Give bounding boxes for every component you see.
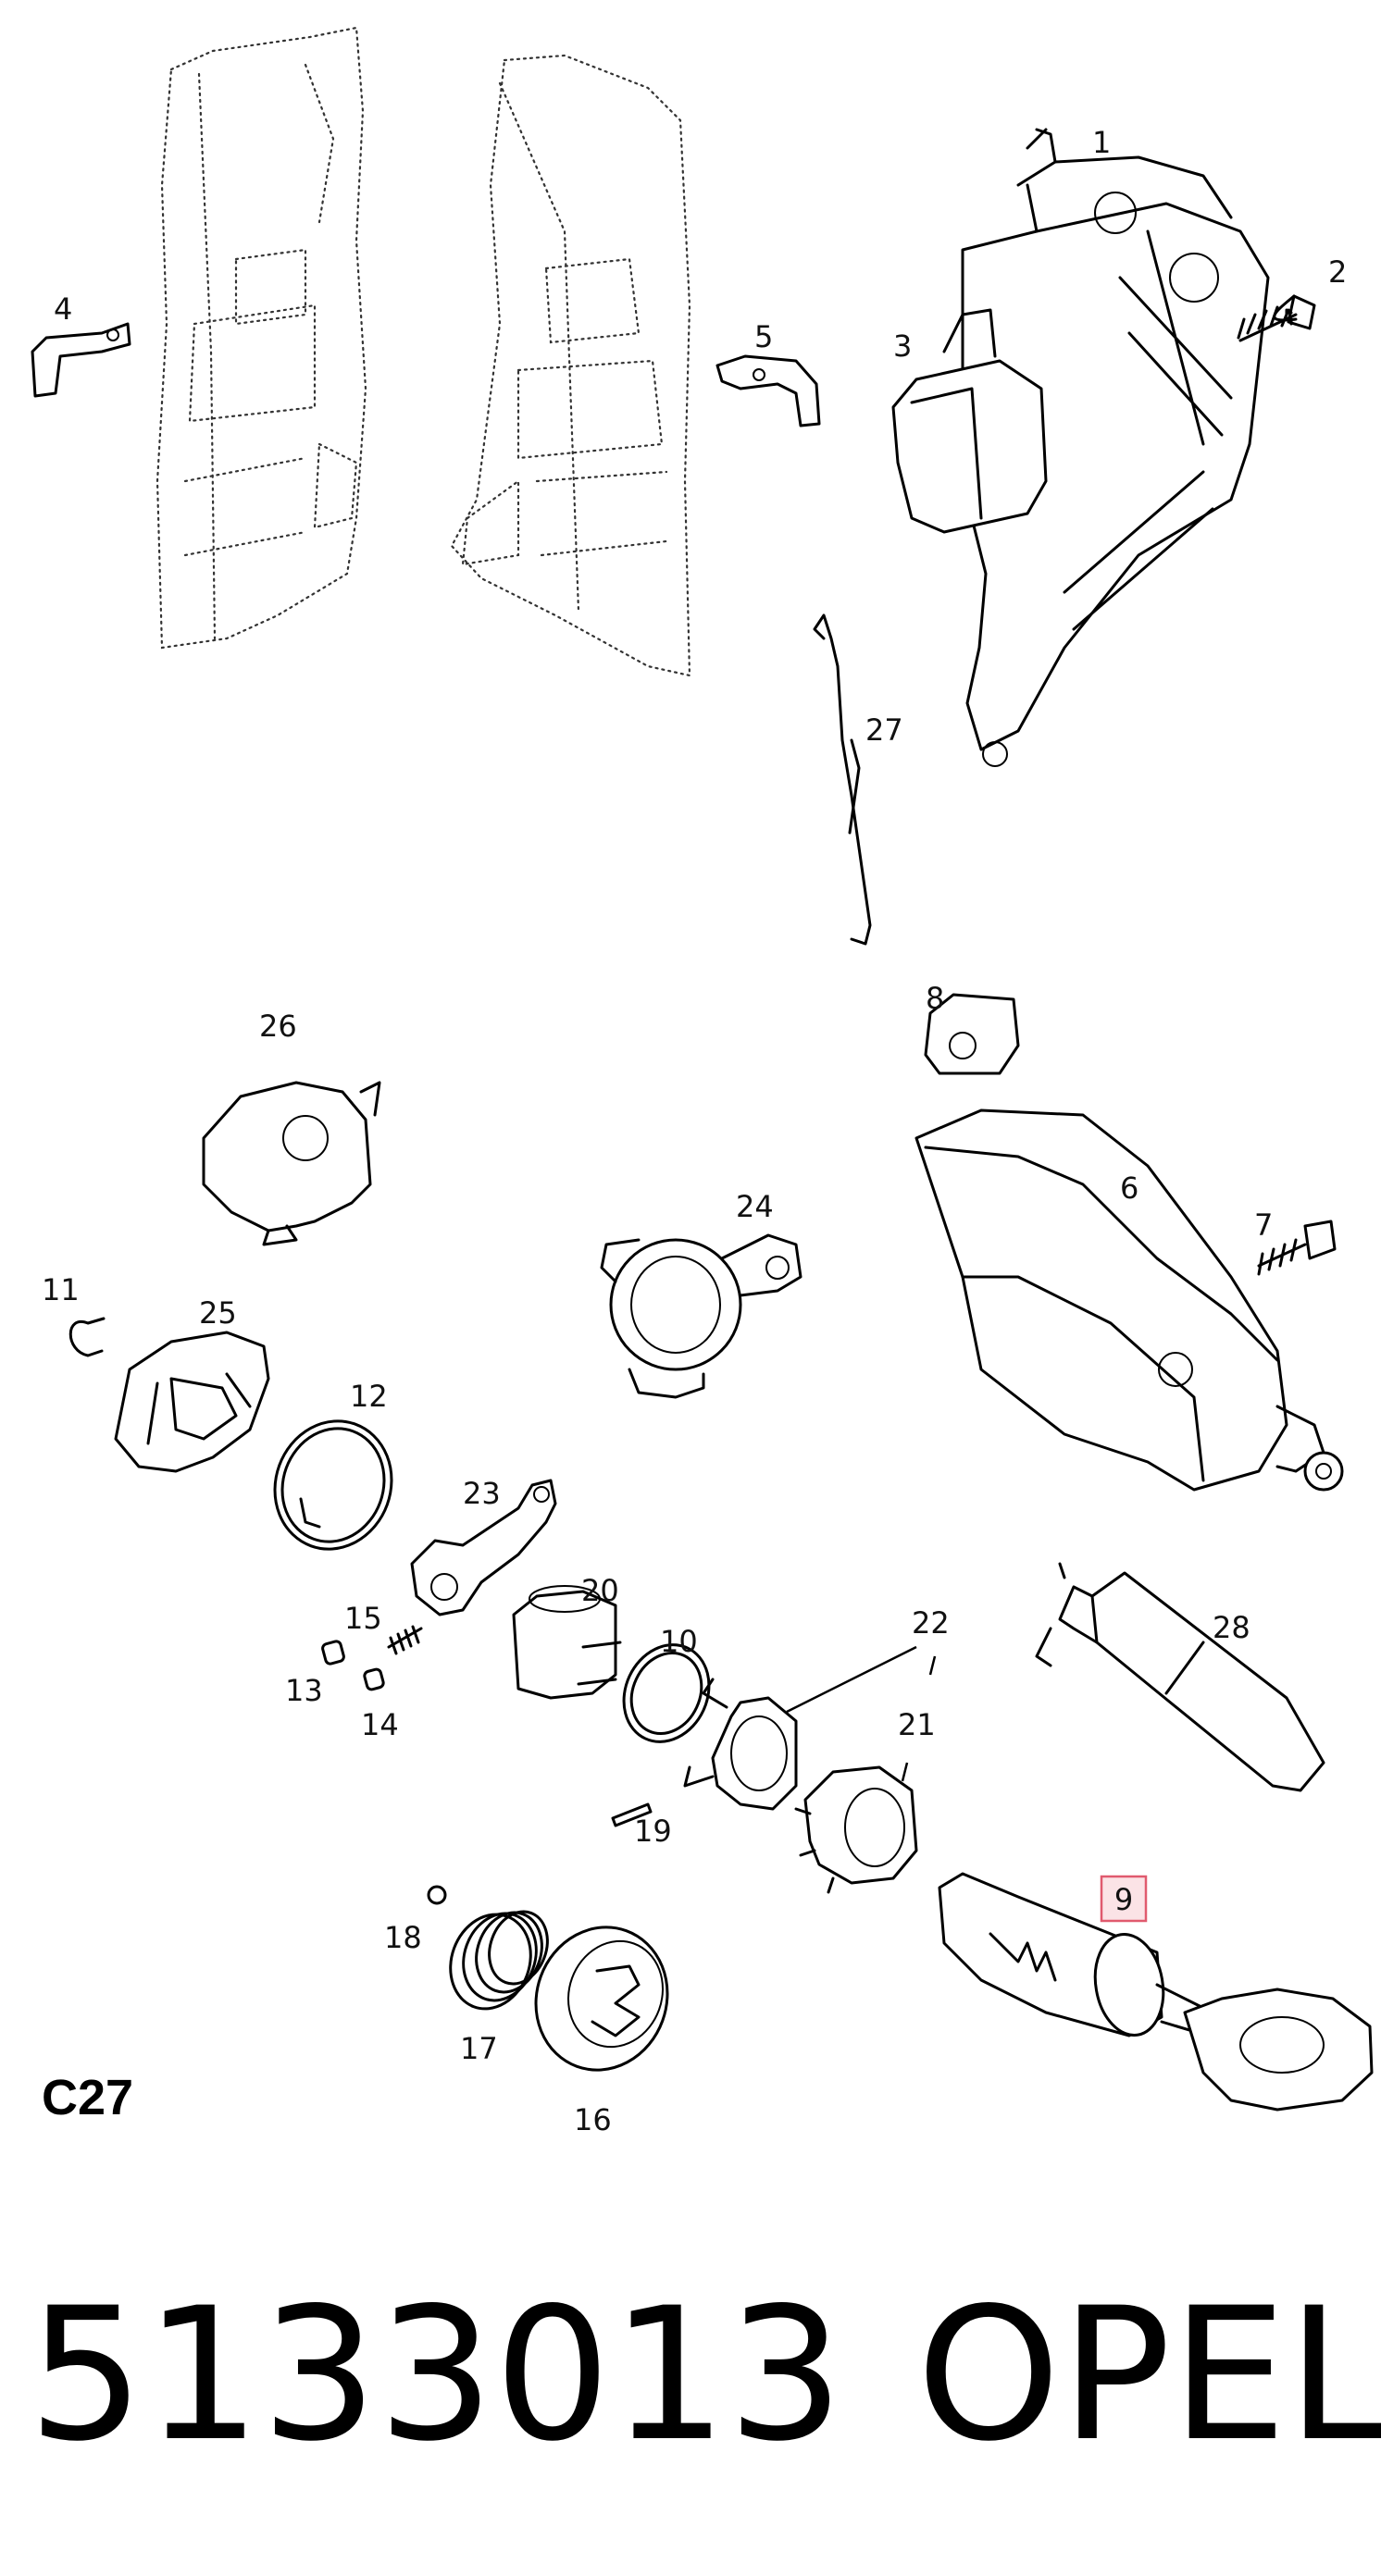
callout-13: 13 [285, 1673, 323, 1708]
part-2-screw [1237, 294, 1316, 342]
part-19-pin [611, 1802, 653, 1827]
part-20-sleeve [512, 1585, 622, 1700]
part-13-pin [321, 1640, 345, 1666]
callout-12: 12 [350, 1379, 388, 1414]
callout-4: 4 [54, 291, 72, 327]
callout-2: 2 [1328, 254, 1347, 290]
callout-18: 18 [384, 1920, 422, 1955]
part-17-spring [449, 1910, 549, 2011]
part-9-lock-cylinder [938, 1872, 1210, 2037]
part-15-spring [387, 1625, 423, 1655]
part-7-screw [1257, 1220, 1337, 1276]
part-5-clip [715, 354, 821, 427]
callout-25: 25 [199, 1295, 237, 1331]
part-8-connector [924, 993, 1020, 1075]
callout-6: 6 [1120, 1170, 1138, 1206]
callout-7: 7 [1254, 1208, 1273, 1243]
callout-9-highlight-box[interactable] [1100, 1875, 1148, 1923]
part-22-collar [683, 1678, 798, 1811]
callout-27: 27 [865, 712, 903, 748]
brand-name: OPEL [916, 2268, 1381, 2482]
callout-16: 16 [574, 2102, 612, 2137]
callout-26: 26 [259, 1009, 297, 1044]
part-10-ring [622, 1643, 711, 1743]
part-21-cap [794, 1765, 918, 1894]
part-28-tool [1035, 1562, 1325, 1792]
part-9-key [1183, 1988, 1374, 2112]
callout-11: 11 [42, 1272, 80, 1307]
callout-1: 1 [1092, 125, 1111, 160]
callout-23: 23 [463, 1476, 501, 1511]
part-number: 5133013 [28, 2268, 844, 2482]
callout-8: 8 [926, 981, 944, 1016]
part-11-circlip [68, 1317, 106, 1357]
callout-24: 24 [736, 1189, 774, 1224]
part-24-bracket [600, 1233, 802, 1399]
part-16-housing [534, 1926, 669, 2072]
figure-id: C27 [42, 2070, 133, 2125]
part-25-housing [114, 1331, 270, 1473]
part-22-leader-line [786, 1645, 917, 1714]
callout-9: 9 [1114, 1882, 1133, 1917]
part-4-clip [31, 322, 131, 398]
callout-21: 21 [898, 1707, 936, 1742]
callout-17: 17 [460, 2031, 498, 2066]
part-27-rod [813, 613, 872, 946]
part-18-ball [427, 1885, 447, 1905]
part-22-leader-line-2 [928, 1655, 937, 1676]
part-23-lever [410, 1479, 557, 1616]
part-6-actuator [914, 1108, 1344, 1492]
part-3-latch-cover [891, 308, 1048, 534]
part-12-spring [273, 1419, 393, 1551]
part-26-housing [202, 1081, 381, 1246]
door-panel-right-outline [450, 54, 691, 677]
door-panel-left-outline [156, 26, 367, 650]
part-1-door-latch [961, 128, 1270, 767]
callout-10: 10 [660, 1624, 698, 1659]
callout-3: 3 [893, 328, 912, 364]
part-14-pin [363, 1667, 385, 1691]
callout-22: 22 [912, 1605, 950, 1641]
part-21-leader-line [901, 1762, 909, 1782]
callout-20: 20 [581, 1573, 619, 1608]
callout-14: 14 [361, 1707, 399, 1742]
callout-5: 5 [754, 319, 773, 354]
callout-15: 15 [344, 1601, 382, 1636]
callout-28: 28 [1213, 1610, 1250, 1645]
callout-19: 19 [634, 1814, 672, 1849]
